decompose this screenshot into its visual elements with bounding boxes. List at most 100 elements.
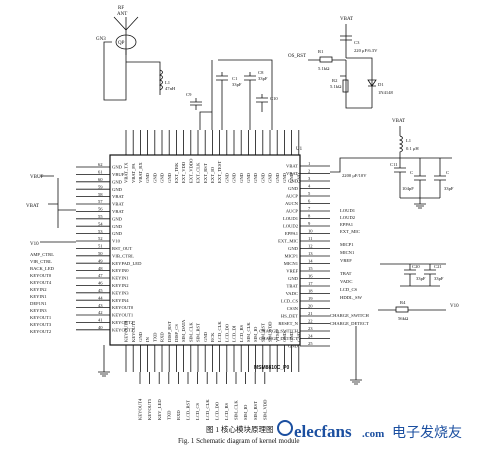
right-pin-name: GND — [288, 246, 299, 251]
net-loud1: LOUD1 — [340, 208, 356, 213]
left-pin-name: GND — [112, 216, 123, 221]
bottom-pin-name: GND — [289, 331, 294, 342]
top-pin-name: GND — [282, 172, 287, 183]
diode-d1 — [367, 79, 377, 87]
c11-ref: C11 — [390, 162, 398, 167]
bottom-net-label: LCD_CS — [195, 402, 200, 420]
bottom-pin-name: GND — [282, 331, 287, 342]
bottom-net-label: SIM_CLK — [234, 400, 239, 420]
top-pin-name: GND — [152, 172, 157, 183]
bottom-pin-name: RCK — [210, 332, 215, 342]
right-pin-name: AUCP — [286, 209, 299, 214]
left-pin-name: KEYOUT1 — [112, 313, 134, 318]
net-micn1: MICN1 — [340, 250, 355, 255]
right-pin-number: 11 — [308, 236, 313, 241]
right-pin-name: MICN1 — [284, 261, 299, 266]
left-pin-number: 52 — [98, 236, 103, 241]
top-pin-name: GND — [224, 172, 229, 183]
top-pin-name: EXT_TEST — [217, 161, 222, 183]
net-ext-mic: EXT_MIC — [340, 229, 360, 234]
right-pin-name: VBAT — [286, 164, 298, 169]
bottom-pin-name: RXD — [160, 332, 165, 342]
inductor-l1 — [159, 69, 163, 91]
right-pin-name: LOUD2 — [283, 224, 299, 229]
d1-ref: D1 — [378, 82, 384, 87]
c1-ref: C1 — [232, 76, 238, 81]
bottom-pin-name: GND — [138, 331, 143, 342]
l1-ref: L1 — [165, 80, 171, 85]
left-pin-number: 53 — [98, 229, 103, 234]
r4-value: 56kΩ — [398, 316, 409, 321]
left-pin-name: GND — [112, 231, 123, 236]
net-back-led: BACK_LED — [30, 266, 55, 271]
left-pin-number: 57 — [98, 199, 103, 204]
net-charge-switch: CHARGE_SWITCH — [330, 313, 369, 318]
net-vbat-left: VBAT — [26, 204, 39, 209]
c8-value: 33pF — [258, 76, 268, 81]
r2-value: 5.1kΩ — [330, 84, 342, 89]
left-pin-number: 54 — [98, 221, 103, 226]
net-keyout2: KEYOUT2 — [30, 329, 52, 334]
left-pin-number: 58 — [98, 192, 103, 197]
bottom-pin-name: KEYOUT4 — [124, 320, 129, 342]
left-pin-name: KEYIN4 — [112, 298, 129, 303]
r1-value: 5.1kΩ — [318, 66, 330, 71]
r2-ref: R2 — [332, 78, 338, 83]
right-pin-number: 9 — [308, 221, 311, 226]
ca-ref: C — [410, 170, 413, 175]
left-pin-name: KEYIN1 — [112, 276, 129, 281]
top-pin-name: GND — [253, 172, 258, 183]
left-pin-number: 60 — [98, 177, 103, 182]
left-pin-number: 51 — [98, 244, 103, 249]
c1-value: 33pF — [232, 82, 242, 87]
c21-value: 33pF — [434, 276, 444, 281]
left-pin-number: 59 — [98, 184, 103, 189]
top-pin-name: EXT_CLK — [196, 162, 201, 183]
left-pin-name: KEYOUT3 — [112, 327, 134, 332]
watermark: elecfans .com 电子发烧友 — [277, 420, 462, 441]
right-pin-number: 5 — [308, 191, 311, 196]
bottom-net-label: RXD — [176, 410, 181, 420]
top-pin-name: GND — [296, 172, 301, 183]
left-pin-number: 62 — [98, 162, 103, 167]
bottom-pin-name: IN — [145, 336, 150, 342]
right-pin-number: 7 — [308, 206, 311, 211]
watermark-dotcom: .com — [362, 428, 384, 440]
top-pin-name: EXT_RST — [203, 163, 208, 183]
bottom-net-label: TXD — [166, 410, 171, 420]
left-pin-number: 56 — [98, 207, 103, 212]
left-pin-name: V10 — [112, 239, 121, 244]
net-keyout4: KEYOUT4 — [30, 280, 52, 285]
net-keyin3: KEYIN3 — [30, 308, 47, 313]
left-pin-name: KEYOUT2 — [112, 320, 134, 325]
left-pin-name: KEYIN3 — [112, 290, 129, 295]
right-pin-number: 2 — [308, 169, 311, 174]
right-pin-name: CHARGE_DETECT — [259, 336, 298, 341]
r1-ref: R1 — [318, 49, 324, 54]
bottom-net-label: SIM_RST — [253, 401, 258, 420]
net-vbuf: VBUF — [30, 175, 44, 180]
qp-connector — [115, 34, 137, 50]
net-loud2: LOUD2 — [340, 215, 356, 220]
net-charge-detect: CHARGE_DETECT — [330, 321, 369, 326]
resistor-r1 — [319, 56, 333, 63]
resistor-r2 — [342, 79, 349, 93]
left-pin-name: KEYIN0 — [112, 268, 129, 273]
right-pin-name: CS3N — [287, 306, 299, 311]
net-keyout0: KEYOUT0 — [30, 273, 52, 278]
cb-ref: C — [446, 170, 449, 175]
right-pin-number: 14 — [308, 259, 313, 264]
top-pin-name: GND — [160, 172, 165, 183]
right-pin-name: VREF — [286, 269, 298, 274]
c20-value: 33pF — [416, 276, 426, 281]
bottom-pin-name: SIM_RST — [196, 323, 201, 342]
bottom-net-label: SIM_IO — [243, 404, 248, 420]
net-keyin2: KEYIN2 — [30, 287, 47, 292]
net-eppa1: EPPA1 — [340, 222, 354, 227]
bottom-net-label: KEYOUT4 — [138, 398, 143, 420]
bottom-pin-name: SIM_RST — [260, 323, 265, 342]
